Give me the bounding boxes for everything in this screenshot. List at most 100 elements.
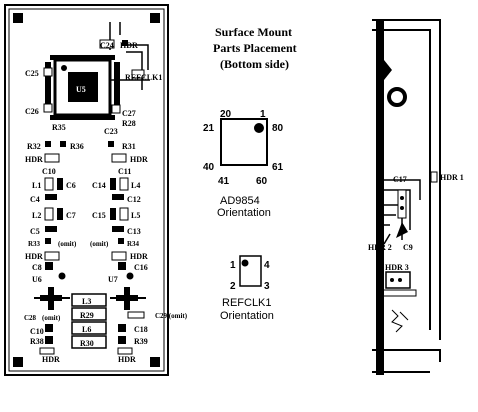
r33-pad [45,238,51,244]
mount-hole-right [387,87,407,107]
label-c13: C13 [127,227,141,236]
c17-pad [397,189,407,219]
u6-pin1-dot [58,272,66,280]
traces-top [109,22,150,90]
mount-hole-bl [13,357,23,367]
label-l3: L3 [82,297,91,306]
r38-pad [45,336,53,344]
label-c24: C24 [100,41,114,50]
label-c15: C15 [92,211,106,220]
label-r31: R31 [122,142,136,151]
refclk1-pin-4: 4 [264,260,270,271]
refclk1-pin1-dot [241,259,249,267]
label-r32: R32 [27,142,41,151]
r34-pad [118,238,124,244]
ad9854-pin-80: 80 [272,123,284,134]
left-board-outline [4,4,169,376]
right-board-edge [376,20,384,375]
c17-pin-a [400,196,404,200]
r31-pad [108,141,114,147]
refclk1-pin-1: 1 [230,260,236,271]
hdr2-arrow [383,233,391,245]
label-c16: C16 [134,263,148,272]
r39-pad [118,336,126,344]
label-r39: R39 [134,337,148,346]
label-l4: L4 [131,181,140,190]
r29-box [71,307,107,321]
label-hdr-l2: HDR [25,252,43,261]
label-c7: C7 [66,211,76,220]
refclk-pad [131,69,145,79]
right-board: HDR 1 C17 HDR 2 C9 HDR 3 [368,19,464,375]
u5-chip: U5 [45,55,120,120]
c8-pad [45,262,53,270]
label-c14: C14 [92,181,106,190]
ad9854-pin-40: 40 [203,162,215,173]
hdr-r3-pad [117,347,133,355]
label-c12: C12 [127,195,141,204]
c16-pad [118,262,126,270]
label-hdr-top: HDR [120,41,138,50]
label-hdr-r1: HDR [130,155,148,164]
c12-pad [112,194,124,200]
hdr3-pin-2 [398,278,402,282]
ad9854-pin-60: 60 [256,176,268,187]
rf-scribble [391,309,409,333]
r32-pad [45,141,51,147]
label-c23: C23 [104,127,118,136]
c28-pad [45,324,53,332]
label-l2: L2 [32,211,41,220]
ad9854-caption-1: AD9854 [220,195,260,207]
left-board: U5 C24 HDR REFCLK1 C25 C26 C27 R28 R35 C… [4,4,188,376]
ad9854-pin1-dot [254,123,264,133]
c26-pad [43,103,53,113]
l4-pad [119,177,129,191]
hdr3-pin-1 [390,278,394,282]
r30-box [71,335,107,349]
refclk1-pin-3: 3 [264,281,270,292]
hdr3-trace [384,289,417,297]
label-hdr3: HDR 3 [385,263,409,272]
label-c8: C8 [32,263,42,272]
u7-pin1-dot [126,272,134,280]
hdr-r2-pad [111,251,127,261]
ad9854-pin-61: 61 [272,162,284,173]
label-c4: C4 [30,195,40,204]
ad9854-orientation: 20 1 21 80 40 61 41 60 AD9854 Orientatio… [203,109,284,219]
label-c28: C28 [24,314,37,322]
hdr-top-pin [122,40,128,46]
ad9854-pin-20: 20 [220,109,232,120]
label-omit-1: (omit) [58,240,77,248]
label-c5: C5 [30,227,40,236]
label-c25: C25 [25,69,39,78]
refclk1-caption-1: REFCLK1 [222,297,272,309]
label-hdr2: HDR 2 [368,243,392,252]
u5-label: U5 [76,85,86,94]
l5-pad [119,207,129,221]
mount-hole-br [150,357,160,367]
ad9854-caption-2: Orientation [217,207,271,219]
l2-pad [44,207,54,221]
label-c9: C9 [403,243,413,252]
right-board-outline [372,19,441,373]
hdr-l3-pad [39,347,55,355]
label-r29: R29 [80,311,94,320]
label-c18: C18 [134,325,148,334]
mount-hole-tl [13,13,23,23]
c7-pad [57,208,63,220]
title-block: Surface Mount Parts Placement (Bottom si… [213,25,297,71]
label-l6: L6 [82,325,91,334]
c17-pin-b [400,206,404,210]
label-refclk1: REFCLK1 [125,73,162,82]
hdr-l1-pad [44,153,60,163]
label-c10: C10 [42,167,56,176]
c15-pad [110,208,116,220]
hdr1-pad [430,171,438,183]
hdr-r1-pad [111,153,127,163]
label-u7: U7 [108,275,118,284]
title-line-1: Surface Mount [215,25,292,39]
title-line-2: Parts Placement [213,41,297,55]
label-r33: R33 [28,240,41,248]
label-u6: U6 [32,275,42,284]
label-c29: C29 (omit) [155,312,188,320]
